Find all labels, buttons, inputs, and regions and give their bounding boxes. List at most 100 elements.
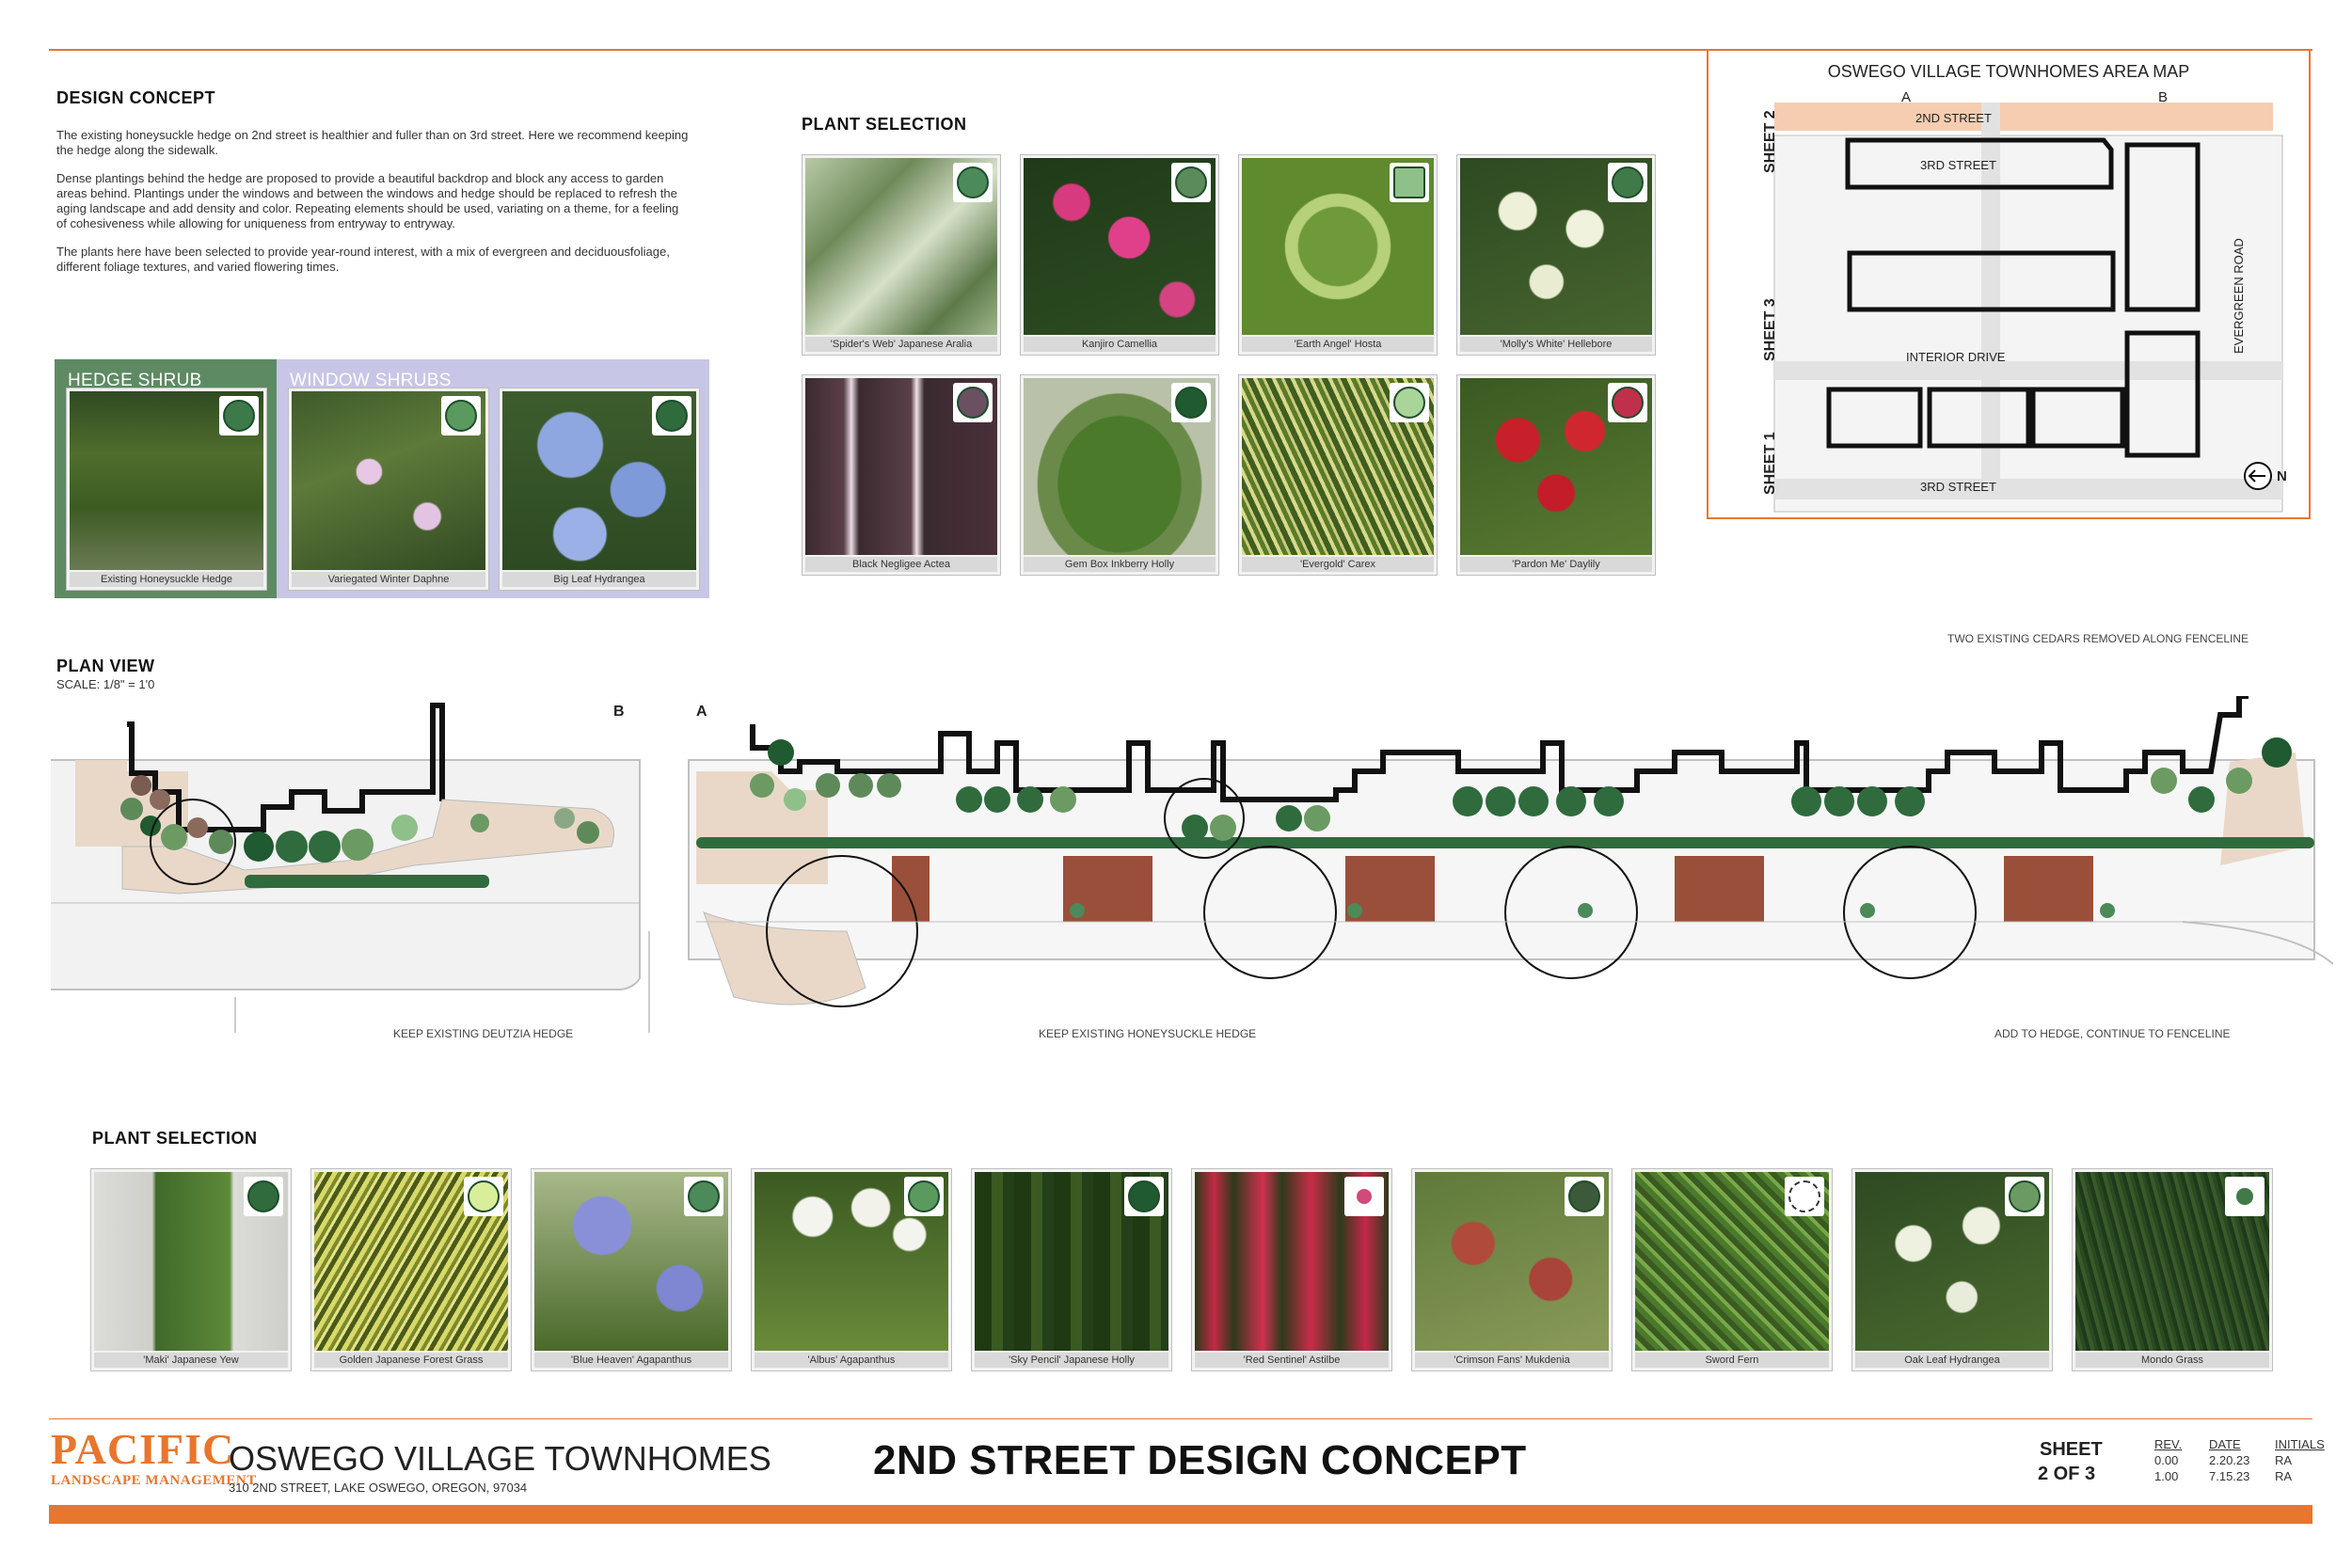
plant-card-sword-fern: Sword Fern [1631,1168,1833,1371]
initials-header: INITIALS [2275,1437,2325,1451]
note-honeysuckle: KEEP EXISTING HONEYSUCKLE HEDGE [1039,1027,1257,1040]
plant-card-holly: Gem Box Inkberry Holly [1020,374,1219,576]
building-row-3a [1826,387,1923,449]
plant-card-mukdenia: 'Crimson Fans' Mukdenia [1411,1168,1613,1371]
logo: PACIFIC LANDSCAPE MANAGEMENT [51,1425,257,1489]
initials-value: RA [2275,1469,2293,1483]
shrubs-left [120,775,599,863]
date-value: 7.15.23 [2209,1469,2250,1483]
sheet-number: 2 OF 3 [2038,1464,2096,1484]
plant-card-aralia: 'Spider's Web' Japanese Aralia [802,154,1001,356]
plan-view-drawing [51,696,2333,1033]
plant-caption: 'Blue Heaven' Agapanthus [534,1353,728,1368]
window-shrubs-title: WINDOW SHRUBS [290,371,452,390]
plant-caption: Gem Box Inkberry Holly [1024,557,1216,572]
plant-symbol-icon [953,383,993,422]
plant-card-mondo-grass: Mondo Grass [2072,1168,2273,1371]
plant-card-astilbe: 'Red Sentinel' Astilbe [1191,1168,1392,1371]
shrub-caption: Big Leaf Hydrangea [502,572,696,587]
plan-view-heading: PLAN VIEW [56,657,155,675]
hedge-shrub-title: HEDGE SHRUB [68,371,202,390]
plant-caption: 'Evergold' Carex [1242,557,1434,572]
building-row-1 [1845,137,2114,190]
shrub-caption: Existing Honeysuckle Hedge [70,572,263,587]
plant-selection-top-heading: PLANT SELECTION [802,115,967,134]
shrub-card-honeysuckle: Existing Honeysuckle Hedge [66,388,267,591]
sheet2-highlight [1774,103,2273,131]
shrub-card-hydrangea: Big Leaf Hydrangea [499,388,700,591]
plant-caption: 'Maki' Japanese Yew [94,1353,288,1368]
plant-card-carex: 'Evergold' Carex [1238,374,1438,576]
plant-card-hellebore: 'Molly's White' Hellebore [1456,154,1656,356]
title-block-rule [49,1418,2312,1419]
plant-symbol-icon [1785,1177,1824,1216]
plant-symbol-icon [1565,1177,1604,1216]
tree-canopies [766,778,1977,1007]
project-address: 310 2ND STREET, LAKE OSWEGO, OREGON, 970… [229,1481,528,1495]
logo-main: PACIFIC [51,1425,235,1473]
plant-symbol-icon [953,163,993,202]
concept-paragraph-3: The plants here have been selected to pr… [56,245,670,274]
map-col-a: A [1901,89,1911,105]
plant-card-oak-hydrangea: Oak Leaf Hydrangea [1851,1168,2053,1371]
map-3rd-street-bottom: 3RD STREET [1920,480,1996,494]
plant-caption: Oak Leaf Hydrangea [1855,1353,2049,1368]
plant-symbol-icon [652,396,691,436]
rev-value: 0.00 [2154,1453,2179,1467]
plant-caption: Golden Japanese Forest Grass [314,1353,508,1368]
concept-paragraph-1: The existing honeysuckle hedge on 2nd st… [56,128,689,157]
map-2nd-street: 2ND STREET [1915,111,1992,125]
plant-caption: 'Earth Angel' Hosta [1242,337,1434,352]
building-row-3c [2030,387,2125,449]
plant-card-camellia: Kanjiro Camellia [1020,154,1219,356]
building-row-3b [1927,387,2031,449]
plant-selection-bottom-heading: PLANT SELECTION [92,1129,258,1148]
project-name: OSWEGO VILLAGE TOWNHOMES [229,1439,771,1478]
plant-card-blue-agapanthus: 'Blue Heaven' Agapanthus [531,1168,732,1371]
map-north: N [2277,468,2287,484]
plant-card-albus-agapanthus: 'Albus' Agapanthus [751,1168,952,1371]
plant-card-daylily: 'Pardon Me' Daylily [1456,374,1656,576]
plant-symbol-icon [1124,1177,1164,1216]
plant-symbol-icon [904,1177,944,1216]
plant-card-yew: 'Maki' Japanese Yew [90,1168,292,1371]
plant-symbol-icon [219,396,259,436]
map-interior-drive: INTERIOR DRIVE [1906,350,2006,364]
plant-symbol-icon [2225,1177,2265,1216]
plant-symbol-icon [1390,383,1429,422]
honeysuckle-hedge [696,837,2314,848]
area-map-frame: OSWEGO VILLAGE TOWNHOMES AREA MAP A B 2N… [1707,49,2311,519]
plant-symbol-icon [441,396,481,436]
plant-symbol-icon [244,1177,283,1216]
plant-card-hosta: 'Earth Angel' Hosta [1238,154,1438,356]
note-add-hedge: ADD TO HEDGE, CONTINUE TO FENCELINE [1994,1027,2231,1040]
plant-caption: 'Pardon Me' Daylily [1460,557,1652,572]
note-deutzia: KEEP EXISTING DEUTZIA HEDGE [393,1027,574,1040]
map-sheet-3: SHEET 3 [1762,298,1778,361]
building-footprint-right [750,696,2249,802]
plant-caption: Sword Fern [1635,1353,1829,1368]
map-evergreen-road: EVERGREEN ROAD [2232,238,2246,354]
sheet-label: SHEET [2040,1439,2103,1460]
shrubs-right [750,737,2292,918]
plant-symbol-icon [1608,163,1647,202]
plant-caption: 'Spider's Web' Japanese Aralia [805,337,997,352]
plant-symbol-icon [1171,383,1211,422]
plant-caption: 'Albus' Agapanthus [755,1353,948,1368]
note-cedars: TWO EXISTING CEDARS REMOVED ALONG FENCEL… [1947,632,2249,645]
drawing-title: 2ND STREET DESIGN CONCEPT [873,1437,1527,1483]
building-footprint-left [127,703,445,832]
date-header: DATE [2209,1437,2241,1451]
date-value: 2.20.23 [2209,1453,2250,1467]
logo-sub: LANDSCAPE MANAGEMENT [51,1473,257,1488]
shrub-card-daphne: Variegated Winter Daphne [288,388,489,591]
area-map: OSWEGO VILLAGE TOWNHOMES AREA MAP A B 2N… [1762,62,2287,513]
map-title: OSWEGO VILLAGE TOWNHOMES AREA MAP [1828,62,2189,81]
plant-caption: 'Red Sentinel' Astilbe [1195,1353,1389,1368]
rev-value: 1.00 [2154,1469,2179,1483]
building-east-2 [2124,330,2201,458]
map-sheet-1: SHEET 1 [1762,432,1778,495]
shrub-caption: Variegated Winter Daphne [292,572,485,587]
map-col-b: B [2158,89,2168,105]
plant-card-sky-pencil: 'Sky Pencil' Japanese Holly [971,1168,1172,1371]
